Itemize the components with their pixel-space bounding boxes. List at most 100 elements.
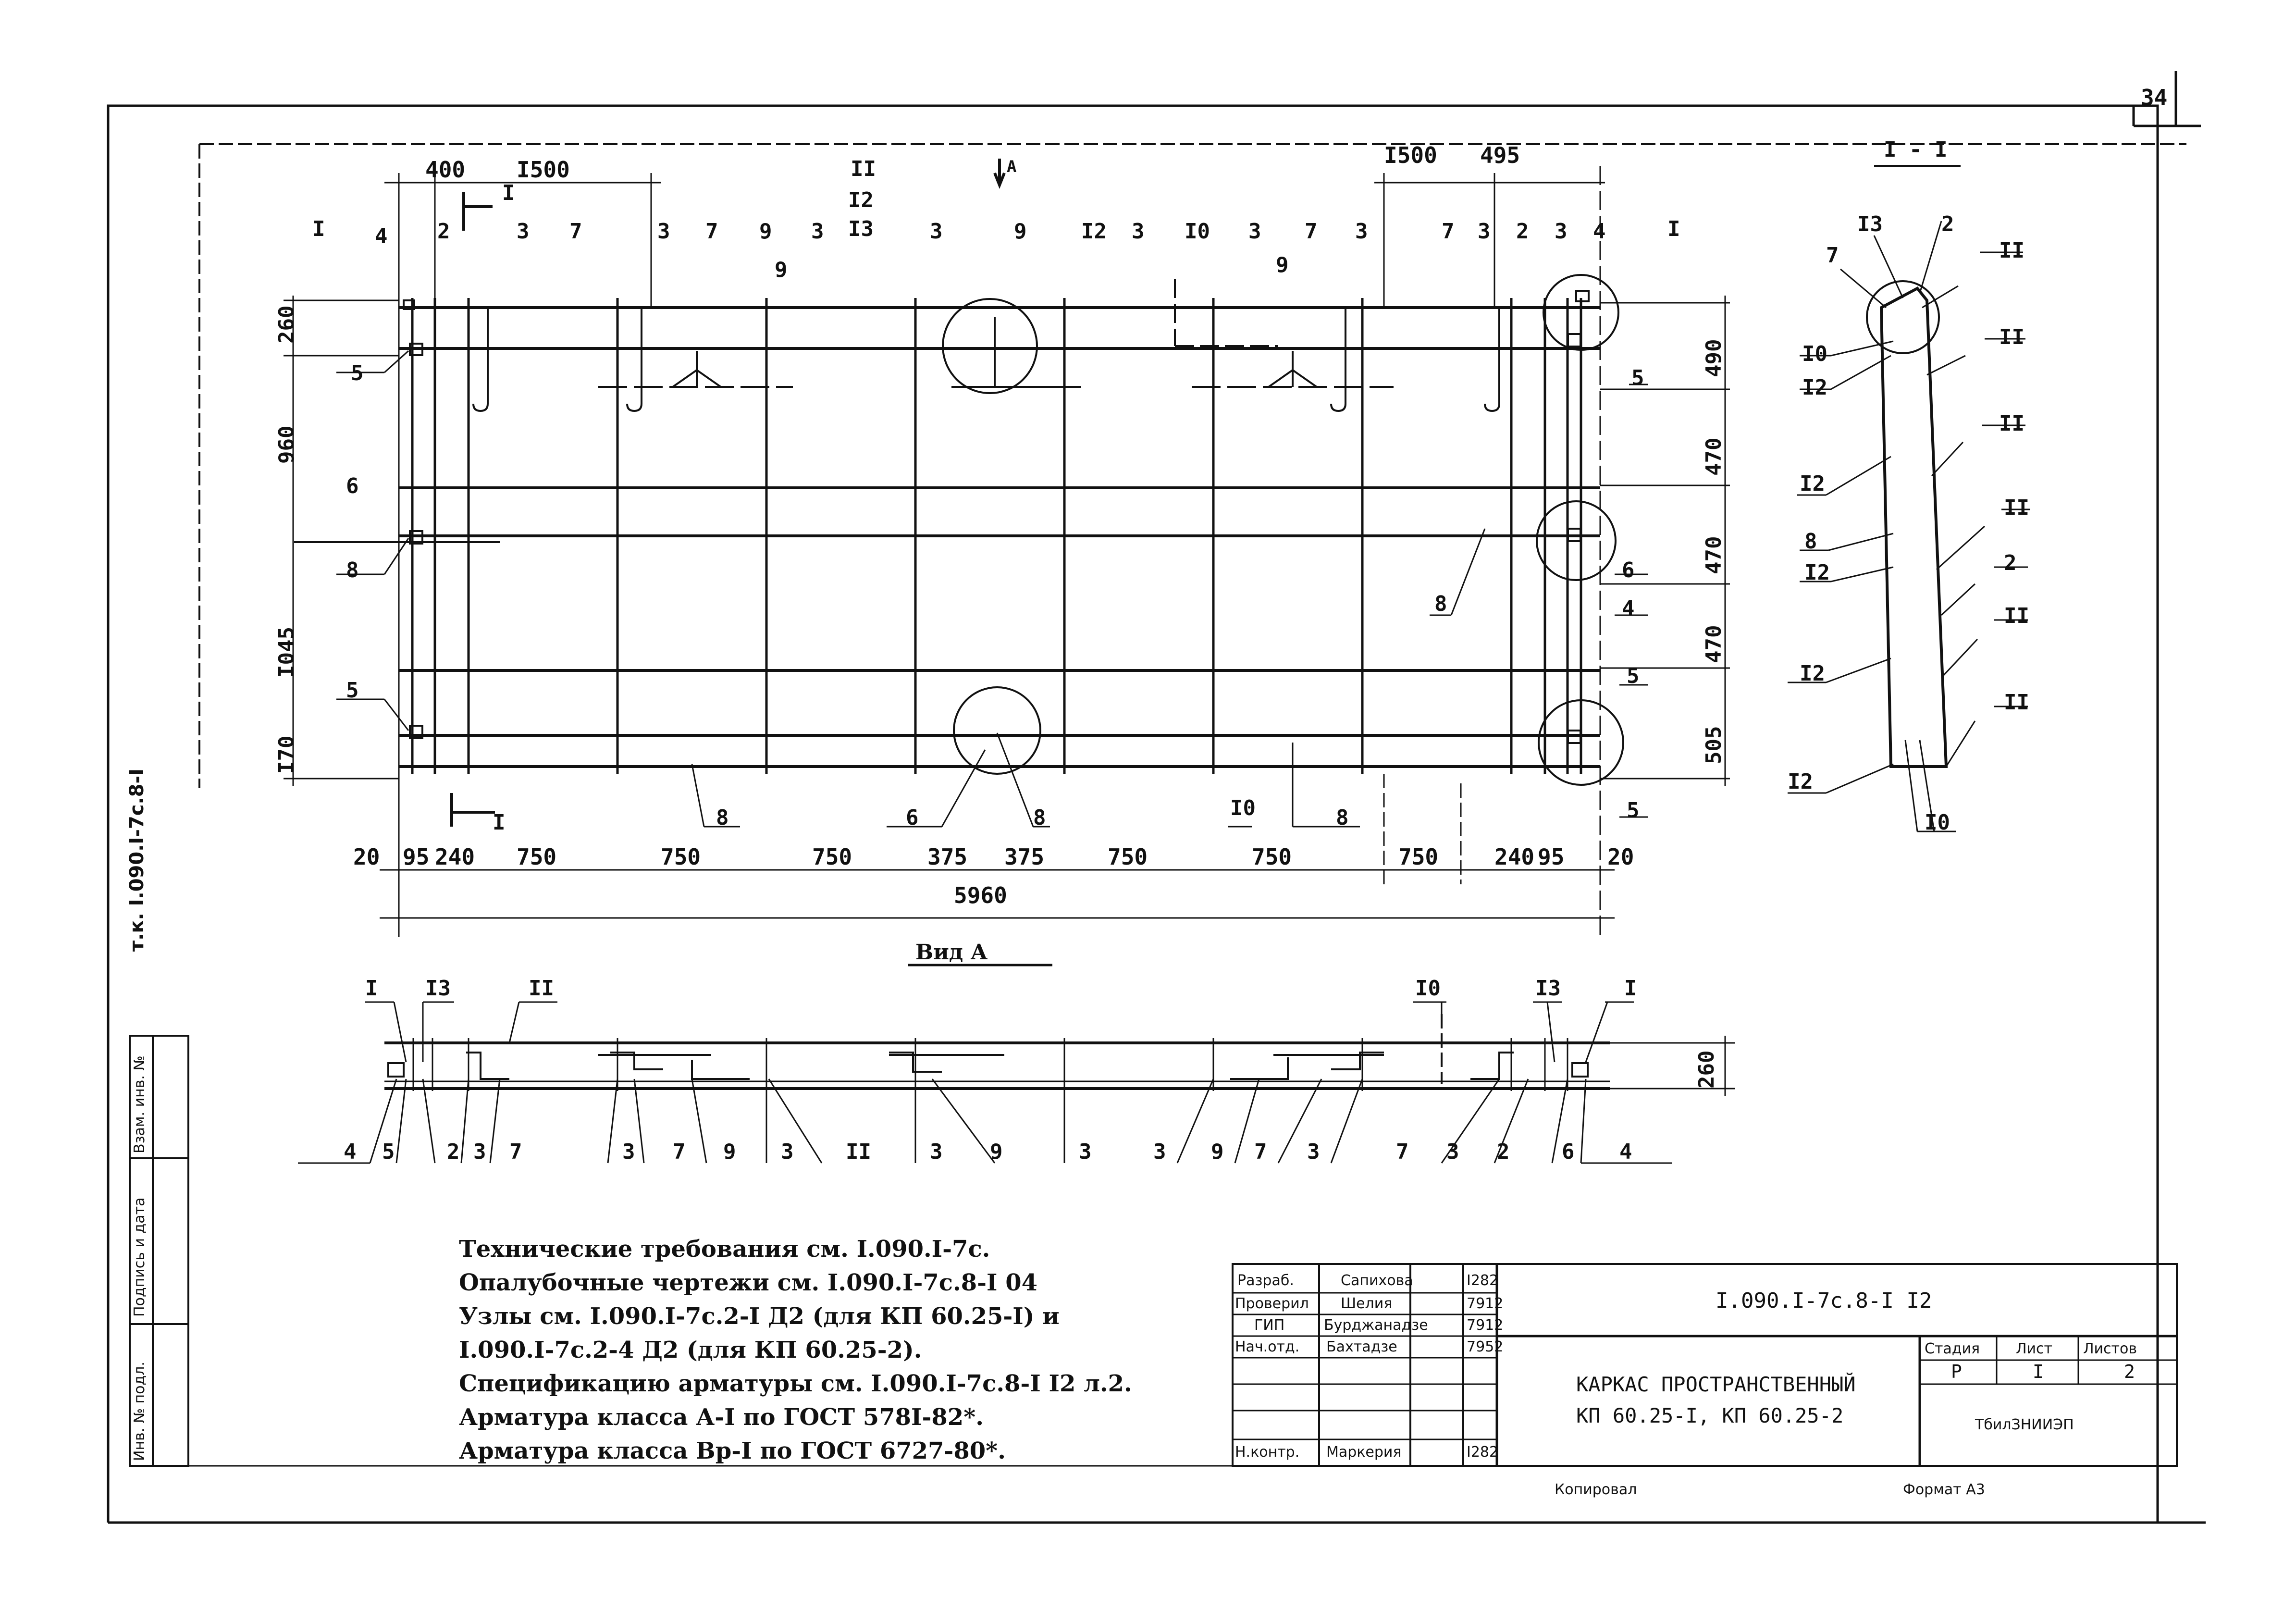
dim-bottom: 750: [1252, 844, 1292, 870]
view-a-bottom-label: 3: [781, 1140, 794, 1164]
plan-view: [284, 159, 1730, 937]
pos-label: 2: [1516, 219, 1529, 244]
pos-label: 7: [1442, 219, 1455, 244]
dim-left-1045: I045: [274, 627, 299, 678]
pos-label: 2: [437, 219, 450, 244]
view-a-bottom-label: 2: [1497, 1140, 1510, 1164]
dim-top-1500-right: I500: [1384, 142, 1437, 168]
dim-bottom: 20: [1607, 844, 1634, 870]
pos-label: 7: [1305, 219, 1318, 244]
pos-label: 8: [346, 558, 359, 582]
pos-label: 5: [1627, 798, 1640, 823]
dim-left-170: I70: [274, 735, 299, 774]
view-a-top-label: I3: [425, 976, 451, 1001]
view-arrow-label: А: [1007, 157, 1017, 176]
pos-label: 3: [1555, 219, 1568, 244]
section-label: II: [2004, 496, 2029, 520]
section-label: I2: [1802, 375, 1827, 400]
dim-right-470-c: 470: [1702, 625, 1726, 663]
section-label: I0: [1925, 810, 1950, 835]
pos-label: 6: [1622, 558, 1635, 582]
view-a-top-label: I0: [1415, 976, 1441, 1001]
section-label: I2: [1800, 471, 1825, 496]
tb-role: ГИП: [1254, 1317, 1285, 1334]
section-label: I0: [1802, 342, 1827, 366]
section-label: I3: [1857, 212, 1883, 236]
view-a-top-label: I: [365, 976, 378, 1001]
dim-bottom: 750: [1108, 844, 1148, 870]
pos-label: 9: [775, 258, 788, 282]
tb-date: 7952: [1467, 1338, 1504, 1355]
view-a-bottom-label: 3: [930, 1140, 943, 1164]
tb-name: Бурджанадзе: [1324, 1317, 1428, 1334]
view-a-top-label: I3: [1535, 976, 1561, 1001]
tb-sheets-label: Листов: [2083, 1340, 2137, 1357]
side-code: т.к. I.090.I-7c.8-I: [126, 768, 148, 952]
pos-label: 5: [1631, 366, 1644, 390]
view-a: [298, 964, 1735, 1164]
pos-label: 3: [811, 219, 824, 244]
view-a-title: Вид А: [915, 940, 988, 965]
view-a-height-dim: 260: [1694, 1050, 1719, 1089]
view-a-bottom-label: 3: [622, 1140, 635, 1164]
tb-date: I282: [1467, 1272, 1499, 1289]
sheet-number: 34: [2141, 85, 2168, 111]
pos-label: 9: [1014, 219, 1027, 244]
dim-right-470-a: 470: [1702, 437, 1726, 476]
dim-bottom: 375: [1004, 844, 1045, 870]
view-a-bottom-label: 6: [1562, 1140, 1575, 1164]
view-a-bottom-label: 4: [1619, 1140, 1632, 1164]
view-a-top-label: I: [1624, 976, 1637, 1001]
section-label: II: [2004, 690, 2029, 715]
tb-name: Маркерия: [1326, 1444, 1402, 1461]
tb-role: Проверил: [1235, 1295, 1309, 1312]
pos-label: 6: [906, 805, 919, 830]
dim-left-960: 960: [274, 425, 299, 464]
view-a-bottom-label: 7: [673, 1140, 686, 1164]
stamp-signature-date: Подпись и дата: [131, 1197, 148, 1317]
view-a-bottom-label: 9: [723, 1140, 736, 1164]
tb-sheets-value: 2: [2124, 1361, 2135, 1382]
dim-right-470-b: 470: [1702, 536, 1726, 574]
dim-top-400: 400: [425, 157, 466, 183]
dim-left-260: 260: [274, 305, 299, 344]
section-label: I2: [1788, 769, 1813, 794]
dim-bottom: 750: [812, 844, 852, 870]
section-mark-bottom: I: [493, 810, 506, 835]
tb-sheet-label: Лист: [2016, 1340, 2053, 1357]
note-line: Опалубочные чертежи см. I.090.I-7с.8-I 0…: [459, 1269, 1037, 1296]
note-line: Технические требования см. I.090.I-7с.: [459, 1236, 990, 1263]
dim-bottom: 240: [435, 844, 475, 870]
dim-bottom: 20: [353, 844, 380, 870]
pos-label: 3: [1355, 219, 1368, 244]
tb-stage-value: Р: [1951, 1361, 1962, 1382]
view-a-bottom-label: 9: [990, 1140, 1003, 1164]
view-a-bottom-label: 3: [1307, 1140, 1320, 1164]
dim-bottom: 95: [1538, 844, 1565, 870]
section-label: II: [1999, 238, 2024, 263]
pos-label: 3: [1248, 219, 1261, 244]
dim-right-505: 505: [1702, 726, 1726, 764]
view-a-bottom-label: 5: [382, 1140, 395, 1164]
footer-format: Формат А3: [1903, 1481, 1985, 1498]
pos-label: 8: [1033, 805, 1046, 830]
pos-label: 7: [569, 219, 582, 244]
tb-name: Сапихова: [1341, 1272, 1413, 1289]
section-label: 2: [1941, 212, 1954, 236]
view-a-bottom-label: 2: [447, 1140, 460, 1164]
pos-label: I2: [1081, 219, 1107, 244]
section-label: II: [2004, 604, 2029, 628]
view-a-bottom-label: 7: [1254, 1140, 1267, 1164]
pos-label: 7: [705, 219, 718, 244]
section-i-i: [1788, 165, 2030, 832]
view-a-bottom-label: 7: [1396, 1140, 1409, 1164]
pos-label: 4: [375, 224, 388, 248]
tb-role: Разраб.: [1237, 1272, 1294, 1289]
footer-copied: Копировал: [1555, 1481, 1637, 1498]
pos-label: 3: [517, 219, 530, 244]
pos-label: 8: [1434, 592, 1447, 616]
section-label: 7: [1826, 243, 1839, 268]
view-a-bottom-label: II: [846, 1140, 871, 1164]
pos-label: 3: [657, 219, 670, 244]
pos-label: 4: [1622, 596, 1635, 621]
